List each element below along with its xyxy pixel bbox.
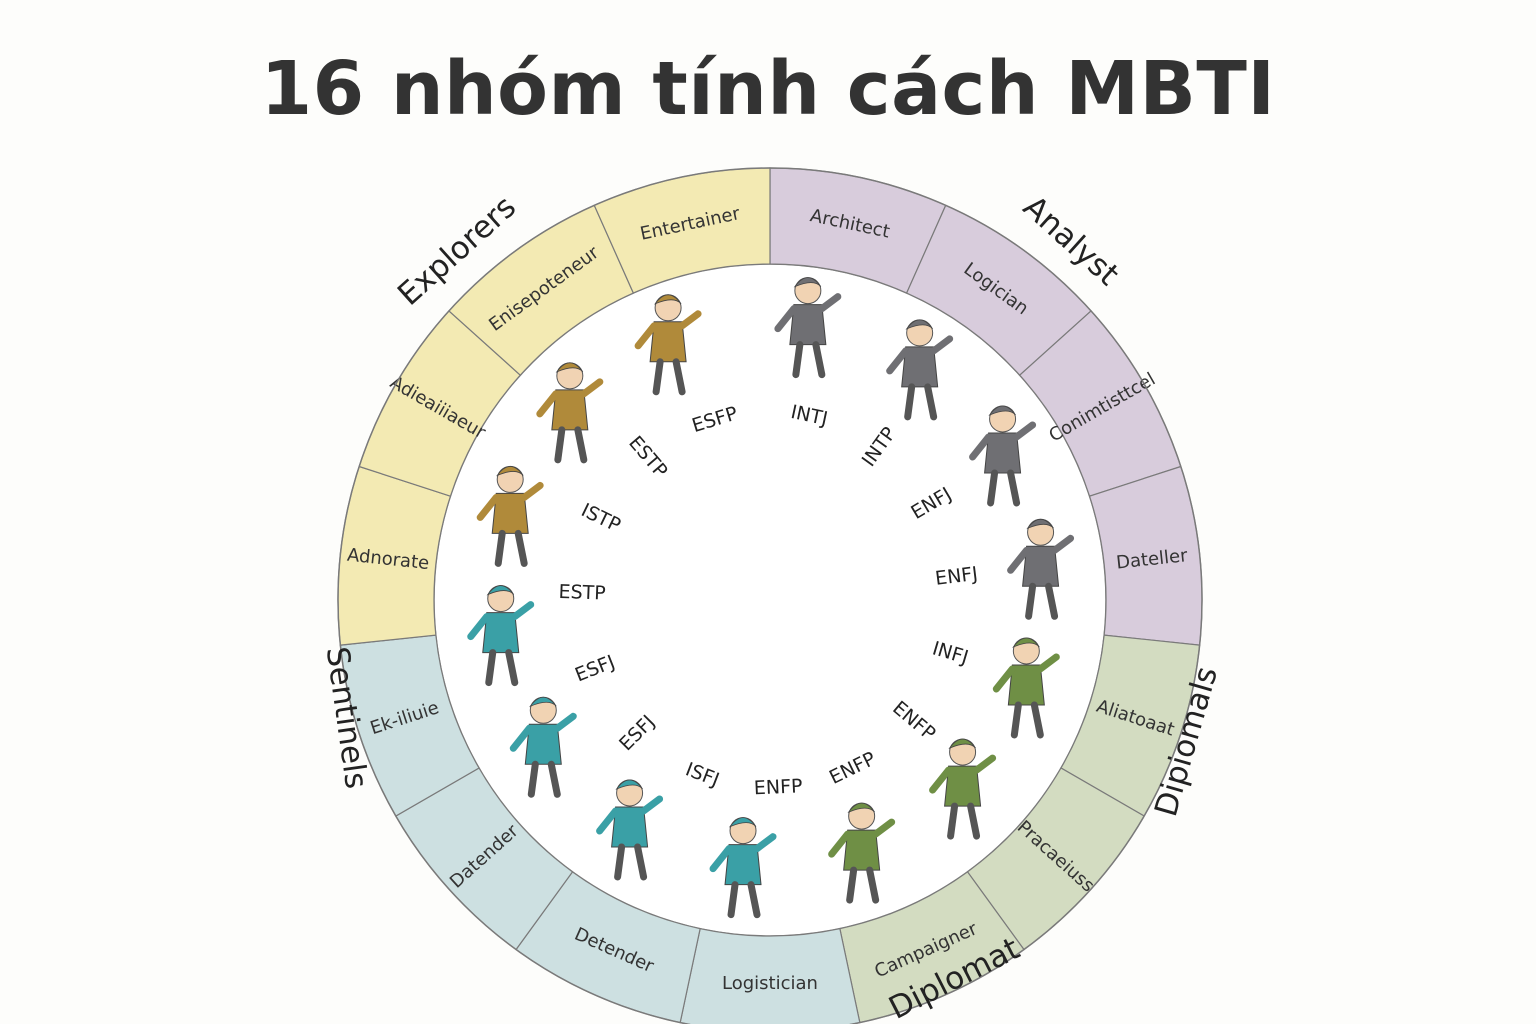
person-icon	[929, 738, 997, 840]
person-icon	[476, 465, 544, 567]
ring-segments: ArchitectLogicianConimtisttcelDatellerAl…	[337, 167, 1203, 1024]
person-icon	[709, 817, 777, 919]
person-icon	[536, 362, 604, 464]
person-icon	[509, 696, 577, 798]
person-icon	[992, 637, 1060, 739]
person-icon	[969, 405, 1037, 507]
person-icon	[596, 779, 664, 881]
person-icon	[886, 319, 954, 421]
type-code-label: ENFP	[753, 775, 803, 799]
person-icon	[828, 802, 896, 904]
type-code-label: ENFJ	[934, 563, 979, 590]
outer-circle	[337, 167, 1203, 1024]
person-icon	[634, 294, 702, 396]
person-icon	[467, 585, 535, 687]
type-code-label: ESTP	[558, 581, 606, 605]
person-icon	[1007, 518, 1075, 620]
segment-label: Logistician	[722, 973, 818, 994]
person-icon	[774, 277, 842, 379]
character-figures	[467, 277, 1075, 919]
page-title: 16 nhóm tính cách MBTI	[260, 46, 1276, 132]
